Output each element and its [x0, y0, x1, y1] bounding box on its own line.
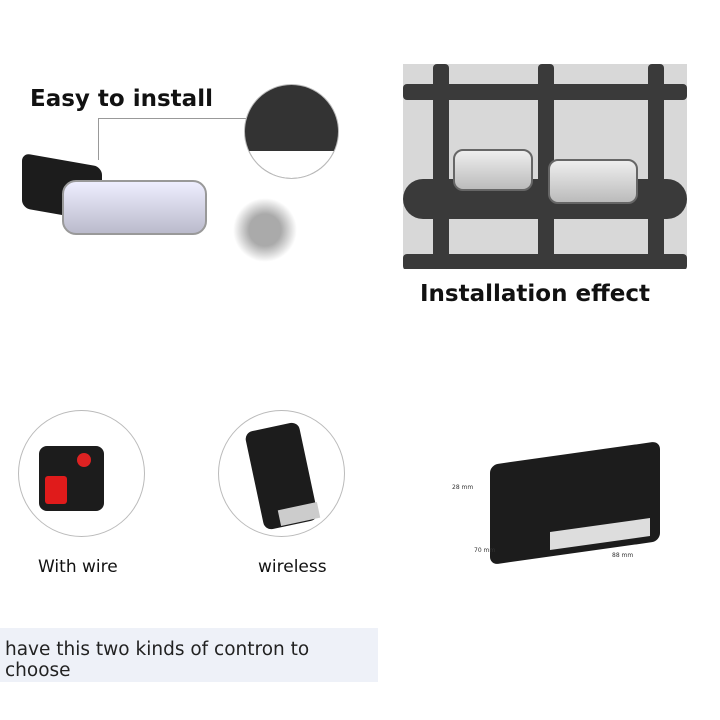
control-options-banner: have this two kinds of contron to choose — [0, 628, 378, 682]
depth-dimension: 70 mm — [474, 547, 496, 554]
easy-to-install-title: Easy to install — [30, 86, 213, 112]
mounting-clip-detail-image — [244, 84, 339, 179]
banner-text: have this two kinds of contron to choose — [5, 639, 310, 681]
controller-box-image — [470, 441, 665, 575]
led-light-unit-image — [22, 152, 207, 240]
width-dimension: 88 mm — [612, 552, 634, 559]
installation-effect-title: Installation effect — [420, 281, 650, 307]
screws-image — [225, 195, 305, 265]
height-dimension: 28 mm — [452, 484, 474, 491]
installation-effect-image — [403, 64, 687, 269]
wired-switch-image — [18, 410, 145, 537]
wireless-label: wireless — [258, 557, 327, 577]
with-wire-label: With wire — [38, 557, 118, 577]
wireless-remote-image — [218, 410, 345, 537]
